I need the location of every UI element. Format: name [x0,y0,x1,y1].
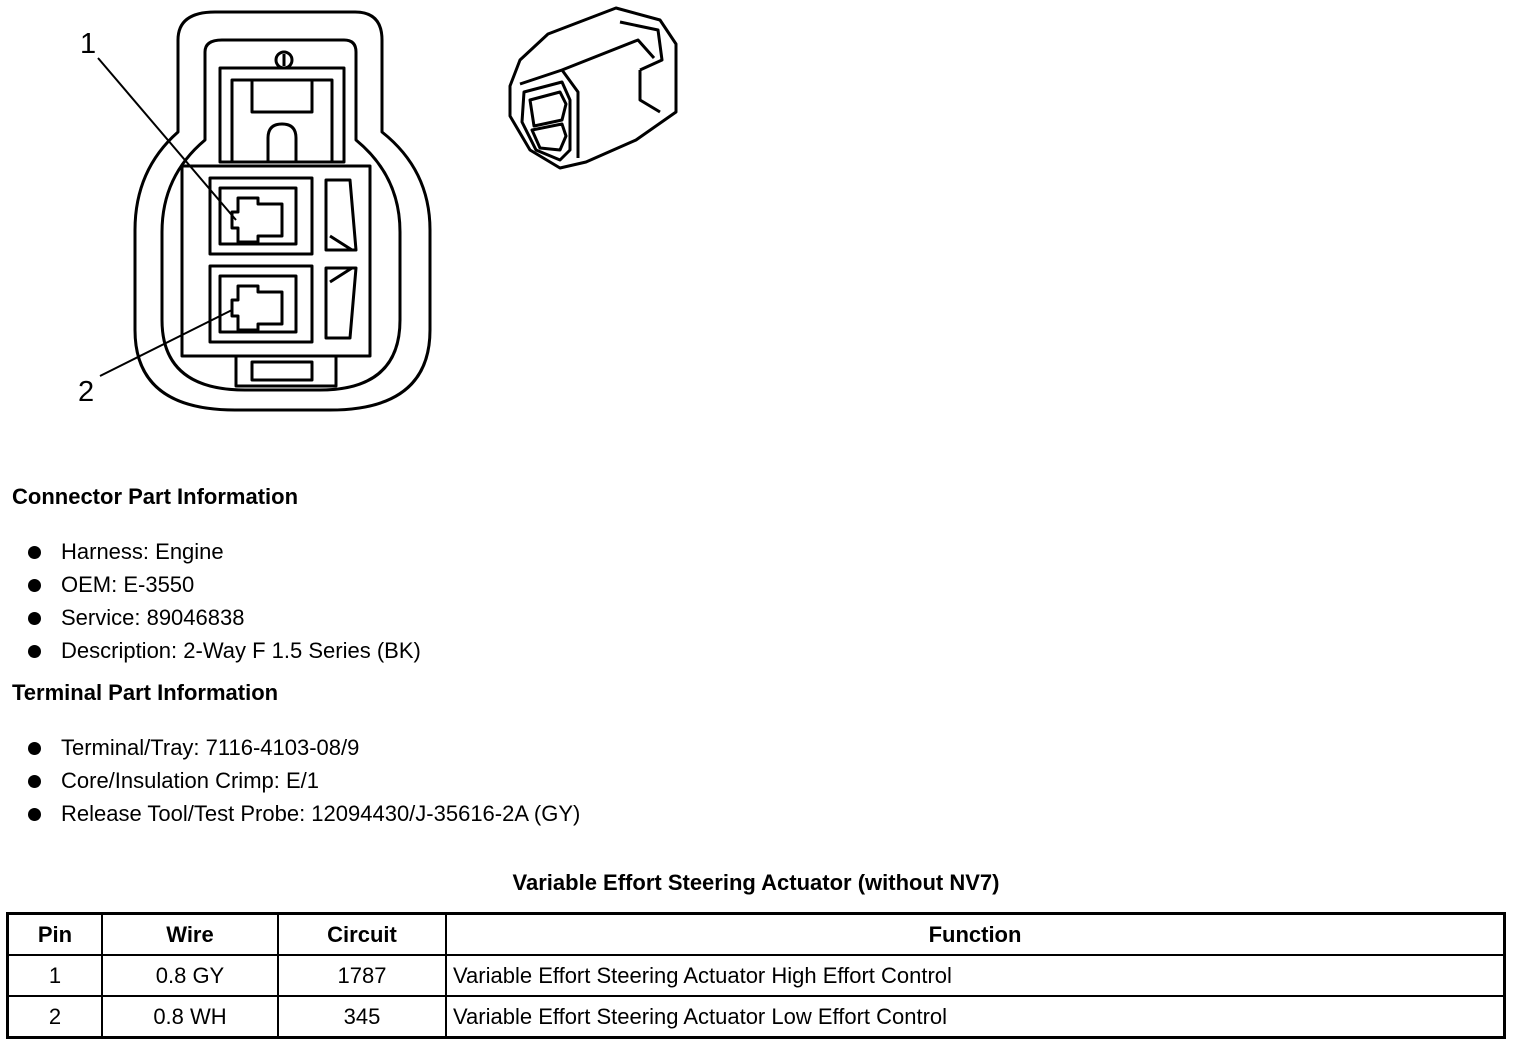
connector-diagram: 1 2 [0,0,720,430]
header-circuit: Circuit [277,912,447,956]
callout-pin-1: 1 [80,28,97,60]
connector-face-view-drawing [97,6,678,412]
terminal-info-heading: Terminal Part Information [12,680,279,705]
bullet-icon [28,742,41,755]
table-header-row: Pin Wire Circuit Function [6,912,1506,956]
table-row: 2 0.8 WH 345 Variable Effort Steering Ac… [6,995,1506,1039]
bullet-icon [28,612,41,625]
list-item: Terminal/Tray: 7116-4103-08/9 [28,737,580,770]
table-caption: Variable Effort Steering Actuator (witho… [512,870,1000,895]
cell-wire: 0.8 WH [101,995,279,1039]
table-row: 1 0.8 GY 1787 Variable Effort Steering A… [6,954,1506,997]
callout-pin-2: 2 [78,376,95,408]
list-item: Harness: Engine [28,541,421,574]
terminal-tray-text: Terminal/Tray: 7116-4103-08/9 [61,735,360,760]
list-item: Release Tool/Test Probe: 12094430/J-3561… [28,803,580,836]
header-wire: Wire [101,912,279,956]
pinout-table: Pin Wire Circuit Function 1 0.8 GY 1787 … [6,912,1506,1039]
list-item: Description: 2-Way F 1.5 Series (BK) [28,640,421,673]
bullet-icon [28,775,41,788]
cell-circuit: 1787 [277,954,447,997]
harness-text: Harness: Engine [61,539,224,564]
release-tool-text: Release Tool/Test Probe: 12094430/J-3561… [61,801,581,826]
connector-info-list: Harness: Engine OEM: E-3550 Service: 890… [28,541,421,673]
cell-function: Variable Effort Steering Actuator High E… [445,954,1506,997]
bullet-icon [28,808,41,821]
cell-circuit: 345 [277,995,447,1039]
cell-wire: 0.8 GY [101,954,279,997]
connector-isometric-drawing [508,6,678,170]
description-text: Description: 2-Way F 1.5 Series (BK) [61,638,421,663]
cell-pin: 2 [6,995,103,1039]
header-pin: Pin [6,912,103,956]
cell-pin: 1 [6,954,103,997]
bullet-icon [28,645,41,658]
oem-text: OEM: E-3550 [61,572,195,597]
bullet-icon [28,546,41,559]
bullet-icon [28,579,41,592]
list-item: Core/Insulation Crimp: E/1 [28,770,580,803]
cell-function: Variable Effort Steering Actuator Low Ef… [445,995,1506,1039]
list-item: Service: 89046838 [28,607,421,640]
crimp-text: Core/Insulation Crimp: E/1 [61,768,319,793]
service-text: Service: 89046838 [61,605,245,630]
header-function: Function [445,912,1506,956]
list-item: OEM: E-3550 [28,574,421,607]
terminal-info-list: Terminal/Tray: 7116-4103-08/9 Core/Insul… [28,737,580,836]
connector-info-heading: Connector Part Information [12,484,299,509]
